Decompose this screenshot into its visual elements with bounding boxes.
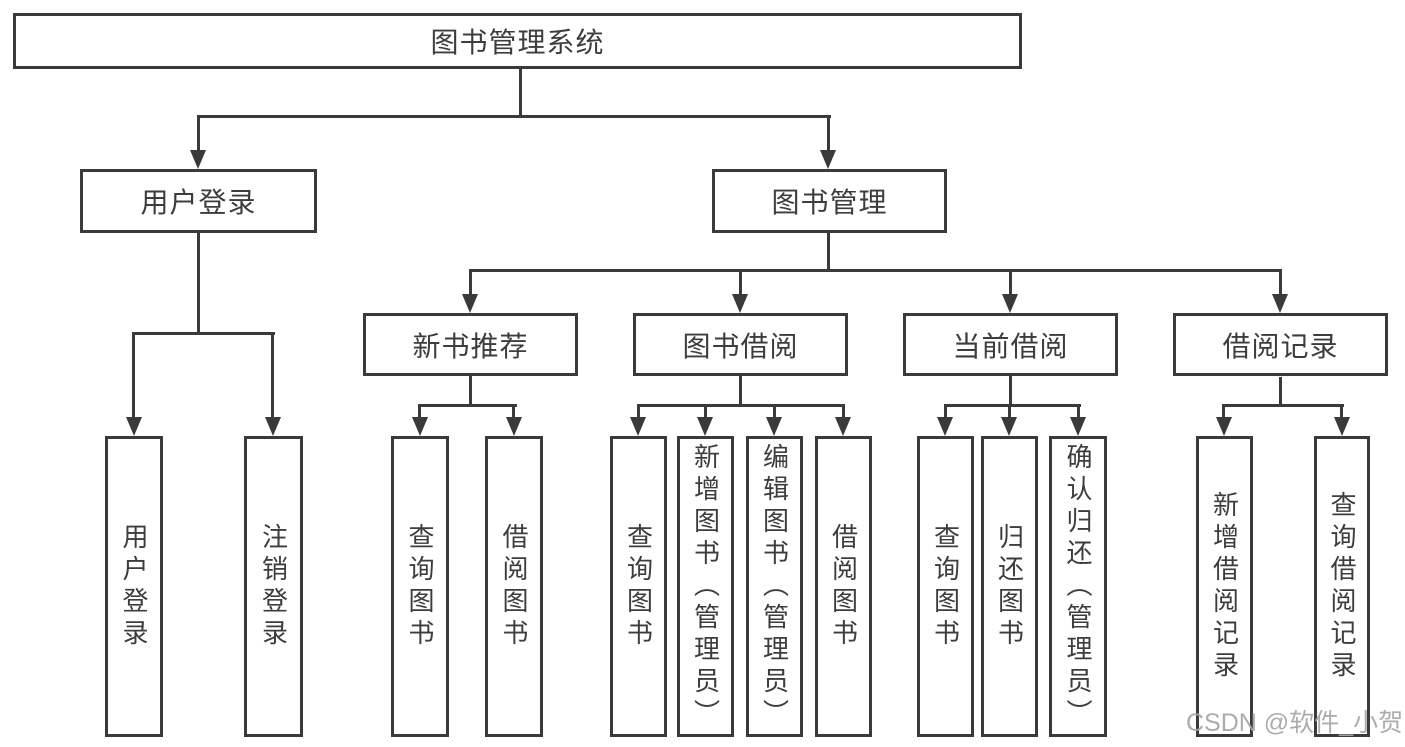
- connector-line: [197, 115, 831, 118]
- connector-line: [197, 115, 200, 153]
- leaf-return-books: 归还图书: [981, 436, 1038, 737]
- arrowhead-down-icon: [1334, 417, 1350, 436]
- leaf-label: 查询图书: [405, 522, 435, 651]
- connector-line: [418, 404, 421, 418]
- leaf-query-books-recommend: 查询图书: [391, 436, 449, 737]
- arrowhead-down-icon: [412, 417, 428, 436]
- leaf-label: 借阅图书: [499, 522, 529, 651]
- node-label: 新书推荐: [412, 330, 529, 362]
- arrowhead-down-icon: [1002, 294, 1018, 313]
- node-book-management: 图书管理: [712, 169, 947, 233]
- connector-line: [944, 404, 1081, 407]
- connector-line: [1279, 269, 1282, 296]
- leaf-label: 编辑图书（管理员）: [759, 442, 790, 731]
- node-label: 图书管理: [771, 187, 888, 218]
- connector-line: [827, 115, 830, 153]
- connector-line: [469, 376, 472, 407]
- leaf-label: 用户登录: [119, 522, 149, 651]
- leaf-borrow-books-borrowing: 借阅图书: [815, 436, 872, 737]
- connector-line: [1077, 404, 1080, 418]
- leaf-logout: 注销登录: [244, 436, 303, 737]
- arrowhead-down-icon: [697, 417, 713, 436]
- node-label: 图书管理系统: [430, 27, 605, 58]
- arrowhead-down-icon: [190, 150, 206, 169]
- arrowhead-down-icon: [462, 294, 478, 313]
- connector-line: [469, 269, 472, 296]
- node-user-login: 用户登录: [80, 169, 317, 233]
- connector-line: [1222, 404, 1344, 407]
- arrowhead-down-icon: [1070, 417, 1086, 436]
- arrowhead-down-icon: [506, 417, 522, 436]
- leaf-label: 借阅图书: [828, 522, 859, 651]
- leaf-add-books-admin: 新增图书（管理员）: [677, 436, 734, 737]
- arrowhead-down-icon: [937, 417, 953, 436]
- leaf-edit-books-admin: 编辑图书（管理员）: [746, 436, 803, 737]
- node-label: 当前借阅: [952, 330, 1069, 362]
- leaf-label: 归还图书: [994, 522, 1025, 651]
- arrowhead-down-icon: [126, 417, 142, 436]
- connector-line: [1279, 377, 1282, 407]
- node-label: 借阅记录: [1222, 330, 1339, 362]
- connector-line: [132, 332, 135, 418]
- connector-line: [637, 404, 640, 418]
- arrowhead-down-icon: [732, 294, 748, 313]
- arrowhead-down-icon: [265, 417, 281, 436]
- leaf-label: 查询图书: [623, 522, 654, 651]
- arrowhead-down-icon: [630, 417, 646, 436]
- node-borrowing-records: 借阅记录: [1173, 313, 1388, 376]
- arrowhead-down-icon: [1216, 417, 1232, 436]
- connector-line: [637, 404, 845, 407]
- connector-line: [418, 404, 517, 407]
- connector-line: [271, 332, 274, 418]
- leaf-query-books-borrowing: 查询图书: [610, 436, 667, 737]
- connector-line: [1009, 269, 1012, 296]
- connector-line: [1009, 376, 1012, 407]
- leaf-borrow-books-recommend: 借阅图书: [485, 436, 543, 737]
- connector-line: [519, 69, 522, 117]
- connector-line: [1222, 404, 1225, 418]
- node-label: 用户登录: [140, 187, 257, 218]
- leaf-query-borrow-record: 查询借阅记录: [1314, 436, 1370, 737]
- node-library-management-system: 图书管理系统: [13, 13, 1022, 69]
- arrowhead-down-icon: [1272, 294, 1288, 313]
- leaf-label: 新增图书（管理员）: [690, 442, 721, 731]
- connector-line: [773, 404, 776, 418]
- leaf-label: 新增借阅记录: [1209, 490, 1240, 683]
- connector-line: [512, 404, 515, 418]
- connector-line: [842, 404, 845, 418]
- node-label: 图书借阅: [682, 330, 799, 362]
- connector-line: [944, 404, 947, 418]
- leaf-label: 查询借阅记录: [1327, 490, 1357, 683]
- connector-line: [197, 233, 200, 334]
- leaf-label: 注销登录: [258, 522, 289, 651]
- connector-line: [469, 269, 1282, 272]
- node-book-borrowing: 图书借阅: [633, 313, 848, 376]
- connector-line: [132, 332, 275, 335]
- arrowhead-down-icon: [820, 150, 836, 169]
- arrowhead-down-icon: [766, 417, 782, 436]
- leaf-user-login: 用户登录: [105, 436, 163, 737]
- connector-line: [739, 376, 742, 407]
- arrowhead-down-icon: [1001, 417, 1017, 436]
- leaf-query-books-current: 查询图书: [917, 436, 974, 737]
- connector-line: [704, 404, 707, 418]
- leaf-label: 确认归还（管理员）: [1063, 442, 1093, 731]
- leaf-add-borrow-record: 新增借阅记录: [1196, 436, 1253, 737]
- connector-line: [739, 269, 742, 296]
- node-new-book-recommendation: 新书推荐: [363, 313, 578, 376]
- connector-line: [1008, 404, 1011, 418]
- csdn-watermark: CSDN @软件_小贺同学: [1186, 709, 1405, 737]
- connector-line: [827, 233, 830, 272]
- node-current-borrowing: 当前借阅: [903, 313, 1118, 376]
- leaf-label: 查询图书: [930, 522, 961, 651]
- arrowhead-down-icon: [835, 417, 851, 436]
- connector-line: [1340, 404, 1343, 418]
- leaf-confirm-return-admin: 确认归还（管理员）: [1049, 436, 1107, 737]
